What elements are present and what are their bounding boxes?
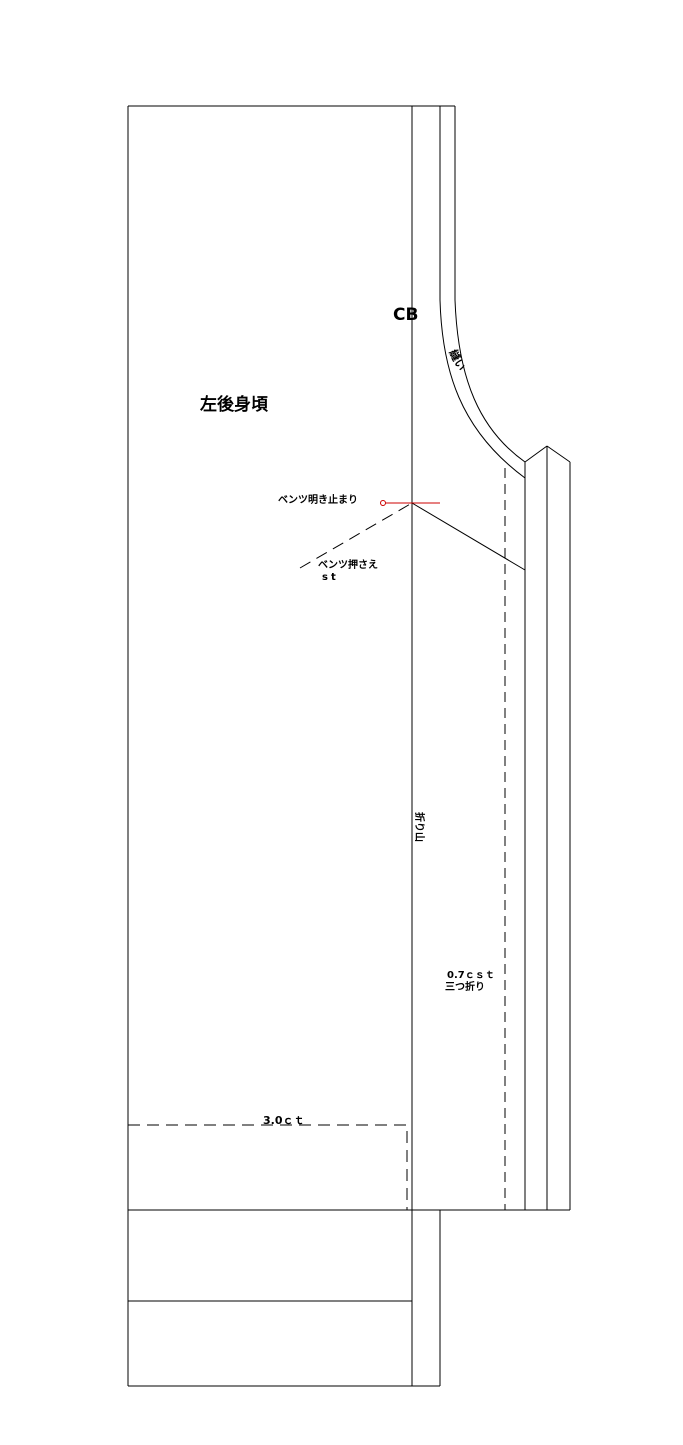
vent-hold-line [299,502,413,569]
hem-st-label: 3.0ｃｔ [263,1114,305,1127]
vent-stop-mark [380,500,440,506]
curve-inner [439,299,526,479]
cb-label: CB [393,305,418,325]
vent-top-right [546,445,571,463]
curve-outer [454,299,526,463]
vent-diagonal [411,502,526,571]
back-body-piece [127,105,571,1387]
vent-stop-label: ベンツ明き止まり [278,493,358,506]
piece-name: 左後身頃 [200,394,269,415]
edge-fold-label: 三つ折り [445,980,485,993]
hem-stitch-line [128,1124,408,1210]
vent-top-left [524,445,548,463]
fold-line-label: 折り山 [413,812,426,842]
vent-hold-label: ベンツ押さえ [318,558,378,571]
edge-st-label: 0.7ｃｓｔ [447,970,495,981]
vent-hold-st: st [322,572,339,583]
